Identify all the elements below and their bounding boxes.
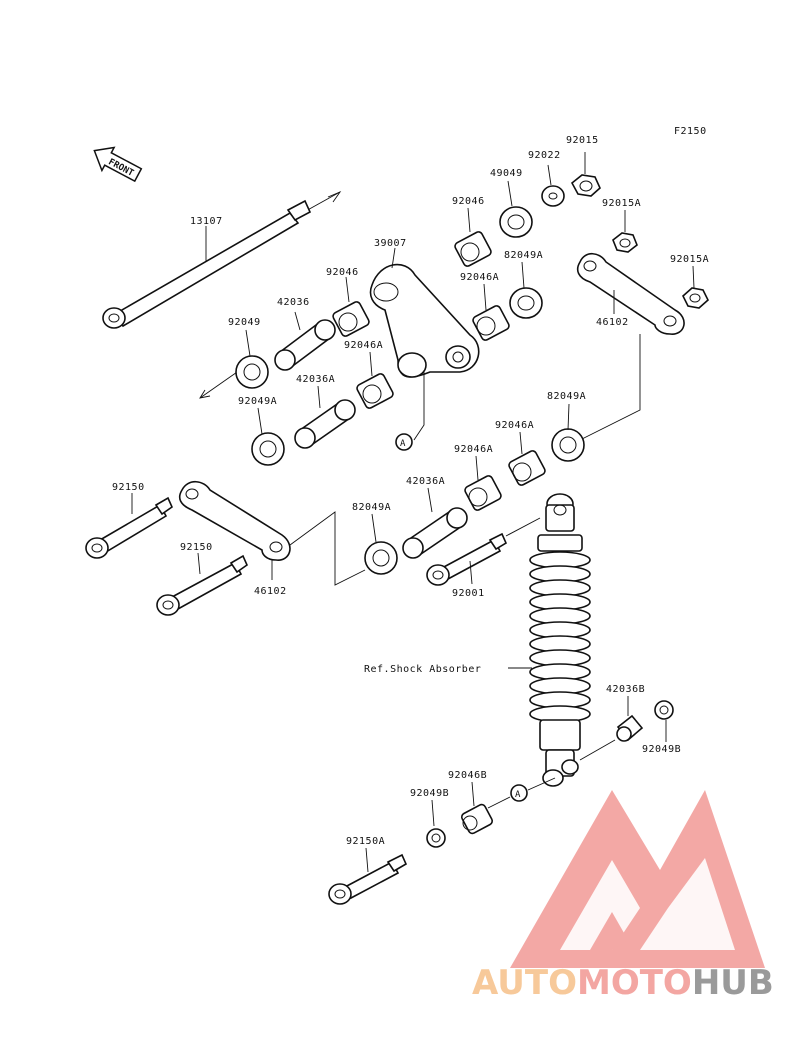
bearing-92046B xyxy=(460,803,494,835)
label-42036: 42036 xyxy=(277,297,310,308)
label-46102-right: 46102 xyxy=(596,317,629,328)
label-42036A-mid: 42036A xyxy=(296,374,335,385)
nut-92015A-2 xyxy=(682,287,709,309)
label-49049: 49049 xyxy=(490,168,523,179)
tie-rod-46102-right xyxy=(576,252,685,335)
front-arrow-icon: FRONT xyxy=(93,146,143,183)
bearing-92046A-top xyxy=(472,305,510,341)
label-42036A-low: 42036A xyxy=(406,476,445,487)
nut-92015A-1 xyxy=(612,232,638,253)
bolt-92150-1 xyxy=(85,496,173,559)
bearing-92046A-r2 xyxy=(508,450,546,486)
label-92049A-left: 92049A xyxy=(238,396,277,407)
label-42036B: 42036B xyxy=(606,684,645,695)
watermark-logo xyxy=(510,790,765,968)
label-92150A: 92150A xyxy=(346,836,385,847)
bolt-92150A xyxy=(328,853,408,905)
label-92046A-top: 92046A xyxy=(460,272,499,283)
seal-82049A-top xyxy=(509,287,543,319)
label-92046-mid: 92046 xyxy=(326,267,359,278)
label-92022: 92022 xyxy=(528,150,561,161)
seal-49049 xyxy=(499,206,533,238)
label-shock-ref: Ref.Shock Absorber xyxy=(364,664,481,675)
seal-92049A-left xyxy=(251,432,285,466)
collar-42036 xyxy=(274,319,336,371)
seal-82049A-low xyxy=(364,541,398,575)
collar-42036A-mid xyxy=(294,399,356,449)
seal-92049 xyxy=(235,355,269,389)
watermark-auto: AUTO xyxy=(472,963,577,1003)
label-82049A-right: 82049A xyxy=(547,391,586,402)
label-82049A-top: 82049A xyxy=(504,250,543,261)
ref-letter-a-low: A xyxy=(515,790,521,800)
tie-rod-46102-low xyxy=(178,480,291,561)
collar-42036A-low xyxy=(402,507,468,559)
seal-82049A-right xyxy=(551,428,585,462)
label-92046A-mid: 92046A xyxy=(344,340,383,351)
watermark-hub: HUB xyxy=(692,963,774,1003)
axle-shaft xyxy=(102,190,342,329)
collar-42036B xyxy=(616,714,644,742)
shock-absorber xyxy=(529,493,591,787)
nut-92015 xyxy=(570,174,601,197)
bearing-92046-mid xyxy=(332,301,370,337)
bearing-92046A-mid xyxy=(356,373,394,409)
label-82049A-low: 82049A xyxy=(352,502,391,513)
rocker-arm xyxy=(369,263,480,378)
label-92015: 92015 xyxy=(566,135,599,146)
bearing-92046A-r3 xyxy=(464,475,502,511)
label-46102-low: 46102 xyxy=(254,586,287,597)
label-92049: 92049 xyxy=(228,317,261,328)
label-92001: 92001 xyxy=(452,588,485,599)
watermark-moto: MOTO xyxy=(577,963,692,1003)
figure-code: F2150 xyxy=(674,126,707,137)
bolt-92001 xyxy=(426,532,508,586)
ref-letter-a-top: A xyxy=(400,439,406,449)
label-92015A-2: 92015A xyxy=(670,254,709,265)
seal-92049B-left xyxy=(426,828,446,848)
label-92150-1: 92150 xyxy=(112,482,145,493)
label-92046A-r3: 92046A xyxy=(454,444,493,455)
label-13107: 13107 xyxy=(190,216,223,227)
label-92049B-left: 92049B xyxy=(410,788,449,799)
watermark-text: AUTOMOTOHUB xyxy=(472,963,774,1003)
label-92046A-r2: 92046A xyxy=(495,420,534,431)
washer-92022 xyxy=(541,185,565,207)
label-92015A-1: 92015A xyxy=(602,198,641,209)
label-92049B-right: 92049B xyxy=(642,744,681,755)
bearing-92046-top xyxy=(454,231,492,267)
ref-circle-a-top xyxy=(395,433,413,451)
ref-circle-a-low xyxy=(510,784,528,802)
label-92046-top: 92046 xyxy=(452,196,485,207)
label-92150-2: 92150 xyxy=(180,542,213,553)
seal-92049B-right xyxy=(654,700,674,720)
label-39007: 39007 xyxy=(374,238,407,249)
bolt-92150-2 xyxy=(156,554,248,616)
label-92046B: 92046B xyxy=(448,770,487,781)
